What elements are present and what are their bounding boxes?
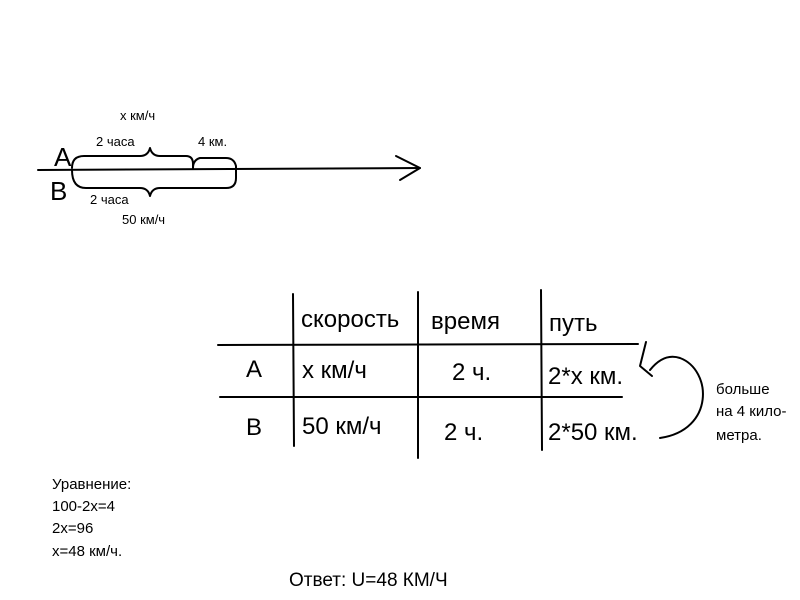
table-row-b-speed: 50 км/ч [302,413,382,440]
table-row-a-object: A [246,356,262,383]
equation-line-2: 2x=96 [52,520,93,537]
equation-line-1: 100-2x=4 [52,498,115,515]
table-header-distance: путь [549,310,598,337]
table-row-a-speed: x км/ч [302,357,367,384]
comparison-arrowhead [639,341,653,377]
motion-axis-line [37,167,421,171]
annotation-line-3: метра. [716,427,762,444]
annotation-line-2: на 4 кило- [716,403,787,420]
top-path-brace [71,147,194,169]
equation-line-3: x=48 км/ч. [52,543,122,560]
table-column-divider-3 [540,289,543,451]
equation-block: Уравнение: 100-2x=4 2x=96 x=48 км/ч. [52,476,131,560]
top-time-label: 2 часа [96,134,135,149]
equation-title: Уравнение: [52,476,131,493]
motion-diagram: A B x км/ч 2 часа 4 км. 2 часа 50 км/ч [37,108,421,227]
table-column-divider-1 [292,293,295,447]
table-header-divider [217,343,639,346]
point-a-label: A [54,142,72,172]
motion-axis-arrowhead [395,155,421,181]
table-row-b-object: B [246,414,262,441]
answer-text: Ответ: U=48 КМ/Ч [289,570,448,591]
data-table: скорость время путь A x км/ч 2 ч. 2*x км… [217,289,787,459]
table-header-time: время [431,308,500,335]
bottom-time-label: 2 часа [90,192,129,207]
table-row-b-time: 2 ч. [444,419,483,446]
top-speed-label: x км/ч [120,108,155,123]
bottom-speed-label: 50 км/ч [122,212,165,227]
extra-distance-label: 4 км. [198,134,227,149]
table-row-a-distance: 2*x км. [548,363,623,390]
table-row-b-distance: 2*50 км. [548,419,638,446]
comparison-arrow [649,355,704,439]
bottom-path-brace [71,169,237,197]
extra-distance-brace [192,157,237,171]
table-row-a-time: 2 ч. [452,359,491,386]
annotation-line-1: больше [716,381,770,398]
point-b-label: B [50,176,67,206]
table-header-speed: скорость [301,306,399,333]
